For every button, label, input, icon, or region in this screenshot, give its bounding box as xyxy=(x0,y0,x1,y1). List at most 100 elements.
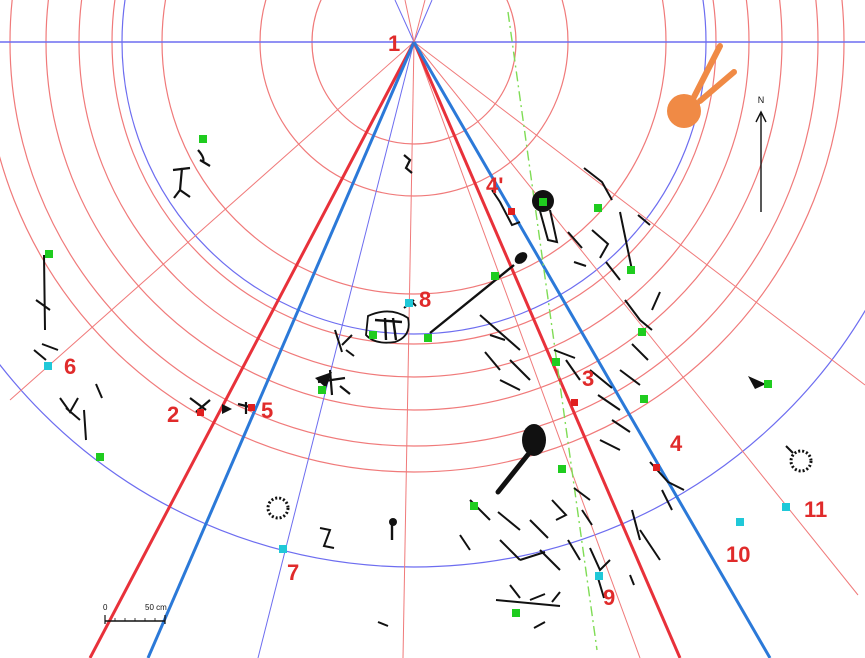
marker-red xyxy=(248,404,255,411)
label-point-10: 10 xyxy=(726,542,750,567)
label-point-5: 5 xyxy=(261,398,273,423)
glyph-figure xyxy=(491,189,521,227)
marker-green xyxy=(96,453,104,461)
radial-thin-red xyxy=(413,41,865,386)
glyph-figure xyxy=(319,527,335,549)
glyph-figure xyxy=(583,167,651,281)
marker-green xyxy=(470,502,478,510)
radial-thin-red xyxy=(413,0,426,43)
glyph-squiggle xyxy=(403,154,413,174)
glyph-figure-left xyxy=(59,383,103,441)
marker-green xyxy=(552,358,560,366)
label-point-2: 2 xyxy=(167,402,179,427)
marker-red xyxy=(653,464,660,471)
glyph-figure xyxy=(479,314,531,391)
label-point-1: 1 xyxy=(388,31,400,56)
radial-bold-red-left xyxy=(88,41,416,658)
sun-ray xyxy=(697,69,737,104)
glyph-triangle-left xyxy=(315,372,332,388)
glyph-triangle xyxy=(748,376,766,389)
glyph-figure xyxy=(317,369,351,396)
marker-green xyxy=(199,135,207,143)
marker-green xyxy=(539,198,547,206)
glyph-figure-left xyxy=(33,254,59,361)
marker-green xyxy=(627,266,635,274)
label-point-8: 8 xyxy=(419,287,431,312)
marker-green xyxy=(424,334,432,342)
arc-red-1 xyxy=(311,0,517,145)
marker-green xyxy=(369,331,377,339)
marker-green xyxy=(491,272,499,280)
marker-green xyxy=(558,465,566,473)
glyph-figure xyxy=(172,149,211,199)
sun-disc xyxy=(667,94,701,128)
scale-bar-start: 0 xyxy=(103,603,108,612)
north-arrow: N xyxy=(755,95,767,212)
glyph-figure-box-inner xyxy=(374,317,403,341)
radial-thin-blue xyxy=(413,0,433,43)
glyph-staff-head xyxy=(514,252,528,264)
radial-thin-blue xyxy=(394,0,415,43)
arc-red-2 xyxy=(259,0,569,197)
marker-cyan xyxy=(595,572,603,580)
radial-bold-red-right xyxy=(412,41,682,658)
glyph-ring-stem xyxy=(539,209,559,244)
radial-thin-red xyxy=(413,41,859,596)
markers xyxy=(44,135,790,617)
petroglyphs xyxy=(33,149,813,629)
label-point-7: 7 xyxy=(287,560,299,585)
radial-thin-red xyxy=(9,41,415,401)
radial-thin-blue xyxy=(257,41,415,658)
radial-thin-red xyxy=(402,41,415,658)
bold-radial-lines xyxy=(88,41,772,658)
thin-radial-lines xyxy=(9,0,865,658)
glyph-triangle-small xyxy=(222,404,232,414)
label-point-4: 4 xyxy=(670,431,683,456)
radial-bold-blue-left xyxy=(146,41,416,658)
glyph-figure xyxy=(334,329,355,357)
marker-green xyxy=(638,328,646,336)
radial-thin-red xyxy=(413,41,641,658)
glyph-figure xyxy=(495,584,561,607)
glyph-dotted-ring-left xyxy=(266,496,290,520)
marker-green xyxy=(764,380,772,388)
point-labels: 1 2 3 4 4' 5 6 7 8 9 10 11 xyxy=(64,31,827,610)
dashed-green-line xyxy=(507,11,598,651)
scale-bar: 0 50 cm xyxy=(103,603,167,624)
marker-red xyxy=(571,399,578,406)
glyph-figure xyxy=(553,349,631,451)
north-arrow-head xyxy=(755,110,767,123)
glyph-figure xyxy=(469,487,593,539)
label-point-11: 11 xyxy=(804,497,827,522)
glyph-disc-staff xyxy=(495,449,533,495)
glyph-figure xyxy=(589,547,635,599)
radial-thin-red xyxy=(404,0,415,43)
glyph-figure xyxy=(377,621,546,629)
glyph-figure xyxy=(459,534,581,571)
glyph-figure xyxy=(619,291,661,386)
label-point-4-prime: 4' xyxy=(486,173,503,198)
glyph-figure xyxy=(631,461,685,561)
marker-cyan xyxy=(44,362,52,370)
arc-blue-2 xyxy=(0,309,865,568)
marker-cyan xyxy=(405,299,413,307)
glyph-figure-box xyxy=(365,310,410,344)
marker-green xyxy=(45,250,53,258)
label-point-9: 9 xyxy=(603,585,615,610)
arc-red-8 xyxy=(0,0,845,473)
marker-red xyxy=(197,409,204,416)
marker-green xyxy=(640,395,648,403)
glyph-dot xyxy=(389,518,397,526)
marker-cyan xyxy=(736,518,744,526)
marker-green xyxy=(594,204,602,212)
glyph-staff xyxy=(429,264,515,334)
sun-figure xyxy=(667,43,737,128)
marker-red xyxy=(508,208,515,215)
radial-bold-blue-right xyxy=(412,41,772,658)
marker-green xyxy=(512,609,520,617)
marker-green xyxy=(318,386,326,394)
glyph-dotted-ring xyxy=(789,449,813,473)
sun-ray xyxy=(691,43,723,100)
